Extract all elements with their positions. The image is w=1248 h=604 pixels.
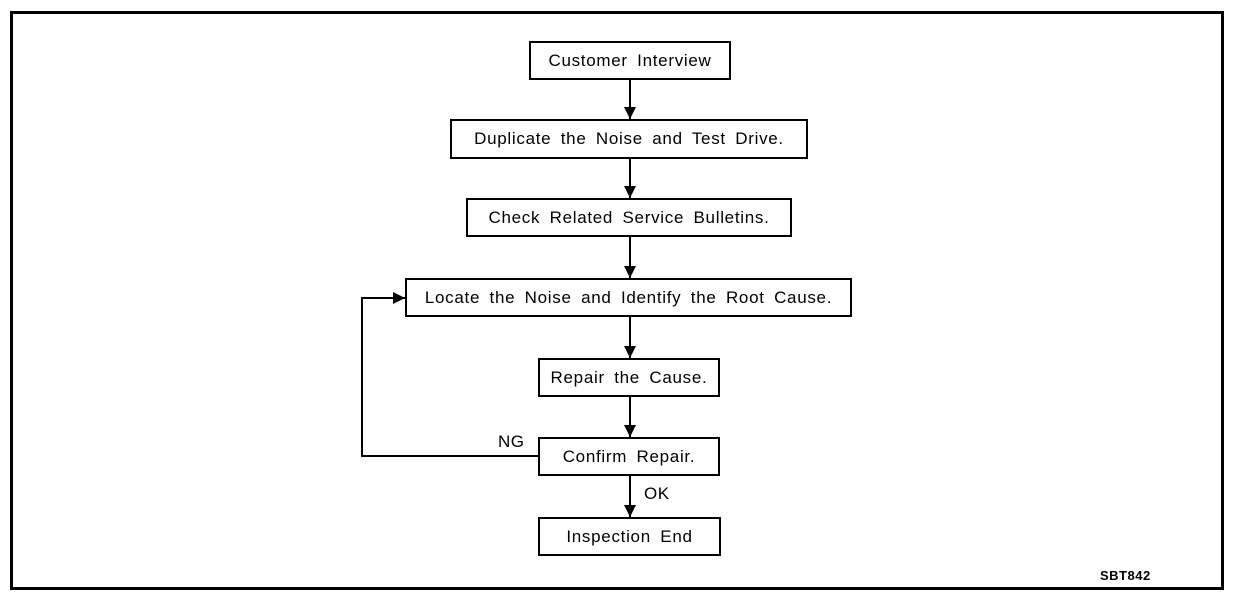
diagram-border bbox=[10, 11, 1224, 590]
edge-label-ng: NG bbox=[498, 432, 525, 451]
flow-node-duplicate-noise: Duplicate the Noise and Test Drive. bbox=[450, 119, 808, 159]
flow-node-inspection-end: Inspection End bbox=[538, 517, 721, 556]
flow-node-check-bulletins: Check Related Service Bulletins. bbox=[466, 198, 792, 237]
flow-node-repair-cause: Repair the Cause. bbox=[538, 358, 720, 397]
flow-node-customer-interview: Customer Interview bbox=[529, 41, 731, 80]
flow-node-locate-root-cause: Locate the Noise and Identify the Root C… bbox=[405, 278, 852, 317]
figure-code: SBT842 bbox=[1100, 568, 1151, 583]
edge-label-ok: OK bbox=[644, 484, 670, 503]
flow-node-confirm-repair: Confirm Repair. bbox=[538, 437, 720, 476]
